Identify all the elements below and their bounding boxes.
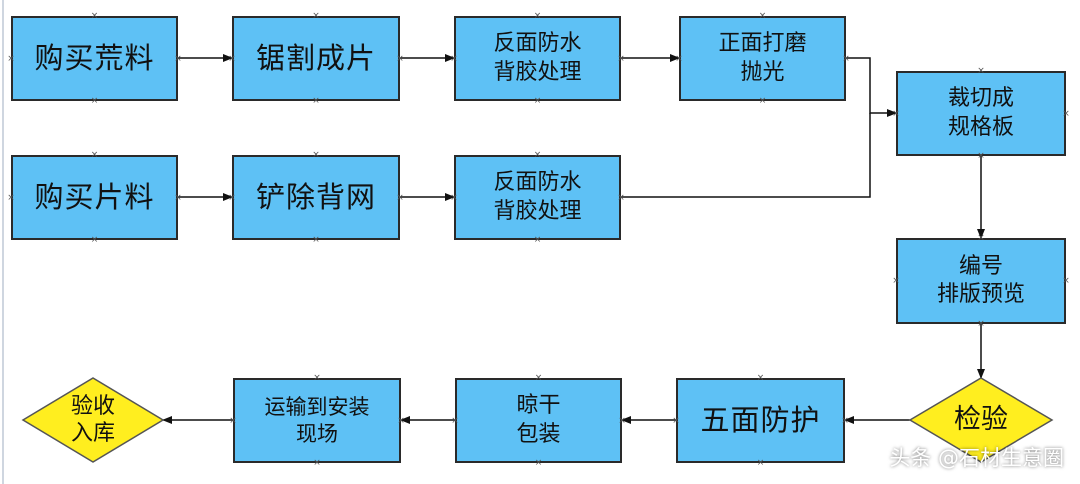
node-five-side: 五面防护 (676, 378, 845, 463)
arrow-polish-to-cut (846, 57, 897, 117)
connection-point-marker: × (90, 150, 99, 160)
line-glue2-to-cut (621, 113, 871, 198)
node-buy-slab-label: 购买片料 (34, 179, 155, 214)
node-saw: 锯割成片 (232, 16, 400, 101)
node-buy-slab: 购买片料 (11, 155, 178, 240)
connection-point-marker: × (892, 108, 900, 119)
inspect-label: 检验 (954, 404, 1008, 436)
connection-point-marker: × (533, 96, 542, 106)
connection-point-marker: × (451, 415, 459, 426)
connection-point-marker: × (756, 373, 765, 383)
node-buy-raw-label: 购买荒料 (34, 40, 155, 75)
inspect-diamond (908, 377, 1054, 463)
connection-point-marker: × (313, 373, 321, 383)
connection-point-marker: × (450, 53, 458, 64)
node-remove-mesh-label: 铲除背网 (255, 179, 376, 214)
connection-point-marker: × (228, 192, 236, 203)
node-buy-raw: 购买荒料 (11, 16, 178, 101)
node-back-glue-2-label: 反面防水 背胶处理 (493, 170, 582, 224)
connection-point-marker: × (450, 192, 458, 203)
connection-point-marker: × (7, 192, 15, 203)
connection-point-marker: × (228, 53, 236, 64)
connection-point-marker: × (229, 415, 237, 426)
connection-point-marker: × (90, 11, 99, 21)
connection-point-marker: × (977, 151, 985, 161)
connection-point-marker: × (90, 235, 99, 245)
connection-point-marker: × (90, 96, 99, 106)
node-cut-label: 裁切成 规格板 (947, 86, 1014, 140)
connection-point-marker: × (312, 96, 320, 106)
connection-point-marker: × (758, 96, 767, 106)
accept-label: 验收 入库 (70, 393, 115, 447)
node-saw-label: 锯割成片 (255, 40, 376, 75)
node-polish-label: 正面打磨 抛光 (718, 31, 807, 85)
connection-point-marker: × (617, 53, 625, 64)
connection-point-marker: × (396, 53, 404, 64)
connection-point-marker: × (397, 415, 405, 426)
node-back-glue-2: 反面防水 背胶处理 (454, 155, 621, 240)
connection-point-marker: × (758, 11, 767, 21)
connection-point-marker: × (617, 192, 625, 203)
node-number-label: 编号 排版预览 (936, 253, 1025, 307)
accept-diamond (21, 377, 165, 463)
connection-point-marker: × (977, 66, 985, 76)
node-transport-label: 运输到安装 现场 (264, 394, 370, 446)
node-remove-mesh: 铲除背网 (232, 155, 400, 240)
connection-point-marker: × (534, 458, 543, 468)
connection-point-marker: × (977, 319, 985, 329)
connection-point-marker: × (842, 53, 850, 64)
watermark: 头条 @石材生意圈 (889, 446, 1064, 470)
connection-point-marker: × (1062, 276, 1070, 286)
node-number: 编号 排版预览 (896, 238, 1066, 324)
connection-point-marker: × (841, 415, 849, 426)
node-dry-pack-label: 晾干 包装 (516, 393, 561, 447)
connection-point-marker: × (396, 192, 404, 203)
node-five-side-label: 五面防护 (700, 402, 821, 437)
connection-point-marker: × (534, 373, 543, 383)
connection-point-marker: × (533, 235, 542, 245)
connection-point-marker: × (313, 458, 321, 468)
connection-point-marker: × (1062, 108, 1070, 119)
connection-point-marker: × (977, 233, 985, 243)
connection-point-marker: × (174, 192, 182, 203)
node-cut: 裁切成 规格板 (896, 71, 1066, 156)
node-transport: 运输到安装 现场 (233, 378, 401, 463)
node-polish: 正面打磨 抛光 (679, 16, 846, 101)
connection-point-marker: × (533, 150, 542, 160)
connection-point-marker: × (675, 53, 683, 64)
connection-point-marker: × (312, 150, 320, 160)
node-back-glue-1: 反面防水 背胶处理 (454, 16, 621, 101)
connection-point-marker: × (672, 415, 680, 426)
connection-point-marker: × (892, 276, 900, 286)
connection-point-marker: × (312, 11, 320, 21)
connection-point-marker: × (174, 53, 182, 64)
connection-point-marker: × (7, 53, 15, 64)
node-back-glue-1-label: 反面防水 背胶处理 (493, 31, 582, 85)
connection-point-marker: × (533, 11, 542, 21)
connection-point-marker: × (618, 415, 626, 426)
connection-point-marker: × (312, 235, 320, 245)
connection-point-marker: × (756, 458, 765, 468)
node-dry-pack: 晾干 包装 (455, 378, 622, 463)
